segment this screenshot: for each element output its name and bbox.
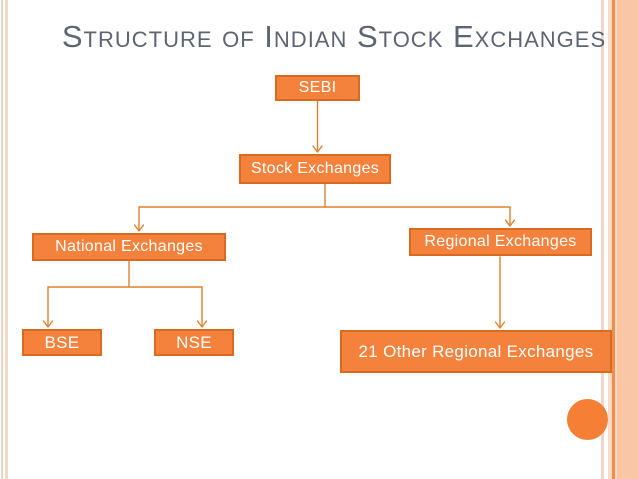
node-other-regional-exchanges: 21 Other Regional Exchanges (340, 330, 612, 373)
arrowhead-national (133, 224, 145, 232)
slide-number-circle (567, 399, 608, 440)
arrowhead-other (494, 321, 506, 329)
node-national-exchanges: National Exchanges (32, 233, 226, 261)
node-stock-exchanges: Stock Exchanges (239, 154, 391, 184)
right-border-band (608, 0, 638, 479)
node-bse: BSE (22, 329, 102, 356)
left-border-stripe-2 (5, 0, 8, 479)
node-sebi: SEBI (275, 75, 360, 101)
left-border-stripe-1 (1, 0, 3, 479)
slide-title: Structure of Indian Stock Exchanges (61, 19, 607, 54)
arrowhead-bse (42, 320, 54, 328)
arrowhead-nse (196, 320, 208, 328)
node-nse: NSE (154, 329, 234, 356)
arrowhead-regional (504, 219, 516, 227)
node-regional-exchanges: Regional Exchanges (409, 228, 592, 256)
arrowhead-stock (312, 145, 323, 153)
right-border-stripe (601, 0, 604, 479)
